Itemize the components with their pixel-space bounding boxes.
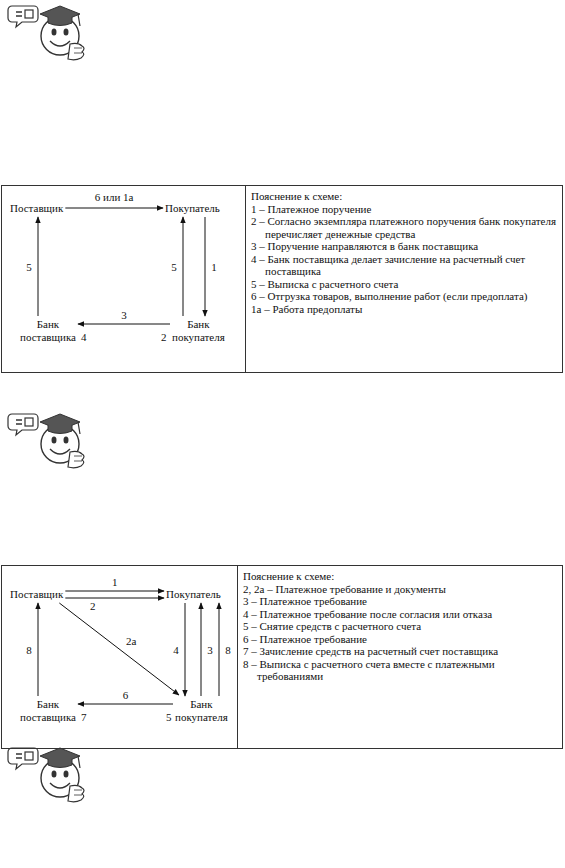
flow-arrow [205,217,206,316]
explanation-line: 2, 2а – Платежное требование и документы [243,583,557,596]
explanation-line: 4 – Платежное требование после согласия … [243,608,557,621]
flow-arrow [183,217,184,316]
mascot-icon [8,748,84,802]
edge-label: 2а [125,635,137,647]
explanation-line: Пояснение к схеме: [251,190,557,203]
node-text: Банк покупателя [172,318,225,344]
edge-label: 6 [122,689,130,701]
node-text: Покупатель [165,202,220,215]
flow-arrow [201,603,202,696]
explanation-line: 7 – Зачисление средств на расчетный счет… [243,645,557,658]
party-node: Банк поставщика [20,318,76,344]
explanation-line: 3 – Поручение направляются в банк постав… [251,240,557,253]
node-text: Поставщик [10,202,63,215]
flow-arrow [59,603,179,695]
explanation-line: 6 – Платежное требование [243,633,557,646]
edge-label: 6 или 1а [94,191,135,203]
node-text: Поставщик [10,588,63,601]
legend-panel: Пояснение к схеме:2, 2а – Платежное треб… [243,570,557,683]
node-text: Покупатель [166,588,221,601]
explanation-line: 6 – Отгрузка товаров, выполнение работ (… [251,290,557,303]
flow-arrow [65,591,164,592]
frame [2,186,563,373]
explanation-line: Пояснение к схеме: [243,570,557,583]
edge-label: 3 [206,644,214,656]
mascot-icon [8,6,84,60]
edge-label: 2 [89,600,97,612]
explanation-line: 2 – Согласно экземпляра платежного поруч… [251,215,557,240]
edge-label: 5 [170,261,178,273]
explanation-line: 1а – Работа предоплаты [251,303,557,316]
party-node: Банк поставщика [20,698,76,724]
legend-panel: Пояснение к схеме:1 – Платежное поручени… [251,190,557,315]
callout-number: 5 [165,711,173,723]
flow-arrow [219,603,220,696]
node-text: Банк поставщика [20,318,76,344]
frame [2,566,563,749]
node-text: Банк покупателя [175,698,228,724]
flow-arrow [38,603,39,696]
edge-label: 1 [210,261,218,273]
explanation-line: 5 – Выписка с расчетного счета [251,278,557,291]
party-node: Покупатель [166,588,221,601]
flow-arrow [78,704,173,705]
explanation-line: 4 – Банк поставщика делает зачисление на… [251,253,557,278]
callout-number: 7 [80,711,88,723]
flow-arrow [78,324,170,325]
callout-number: 4 [80,331,88,343]
edge-label: 1 [111,576,119,588]
edge-label: 8 [224,644,232,656]
flow-arrow [185,603,186,696]
divider [245,186,246,373]
party-node: Поставщик [10,202,63,215]
party-node: Банк покупателя [175,698,228,724]
flow-arrow [38,217,39,316]
edge-label: 8 [25,644,33,656]
explanation-line: 1 – Платежное поручение [251,203,557,216]
explanation-line: 3 – Платежное требование [243,595,557,608]
divider [237,566,238,749]
callout-number: 2 [160,331,168,343]
edge-label: 4 [172,644,180,656]
flow-arrow [65,208,163,209]
flow-arrow [65,598,164,599]
party-node: Банк покупателя [172,318,225,344]
edge-label: 3 [120,309,128,321]
party-node: Покупатель [165,202,220,215]
node-text: Банк поставщика [20,698,76,724]
explanation-line: 8 – Выписка с расчетного счета вместе с … [243,658,557,683]
party-node: Поставщик [10,588,63,601]
mascot-icon [8,414,84,468]
explanation-line: 5 – Снятие средств с расчетного счета [243,620,557,633]
edge-label: 5 [25,261,33,273]
